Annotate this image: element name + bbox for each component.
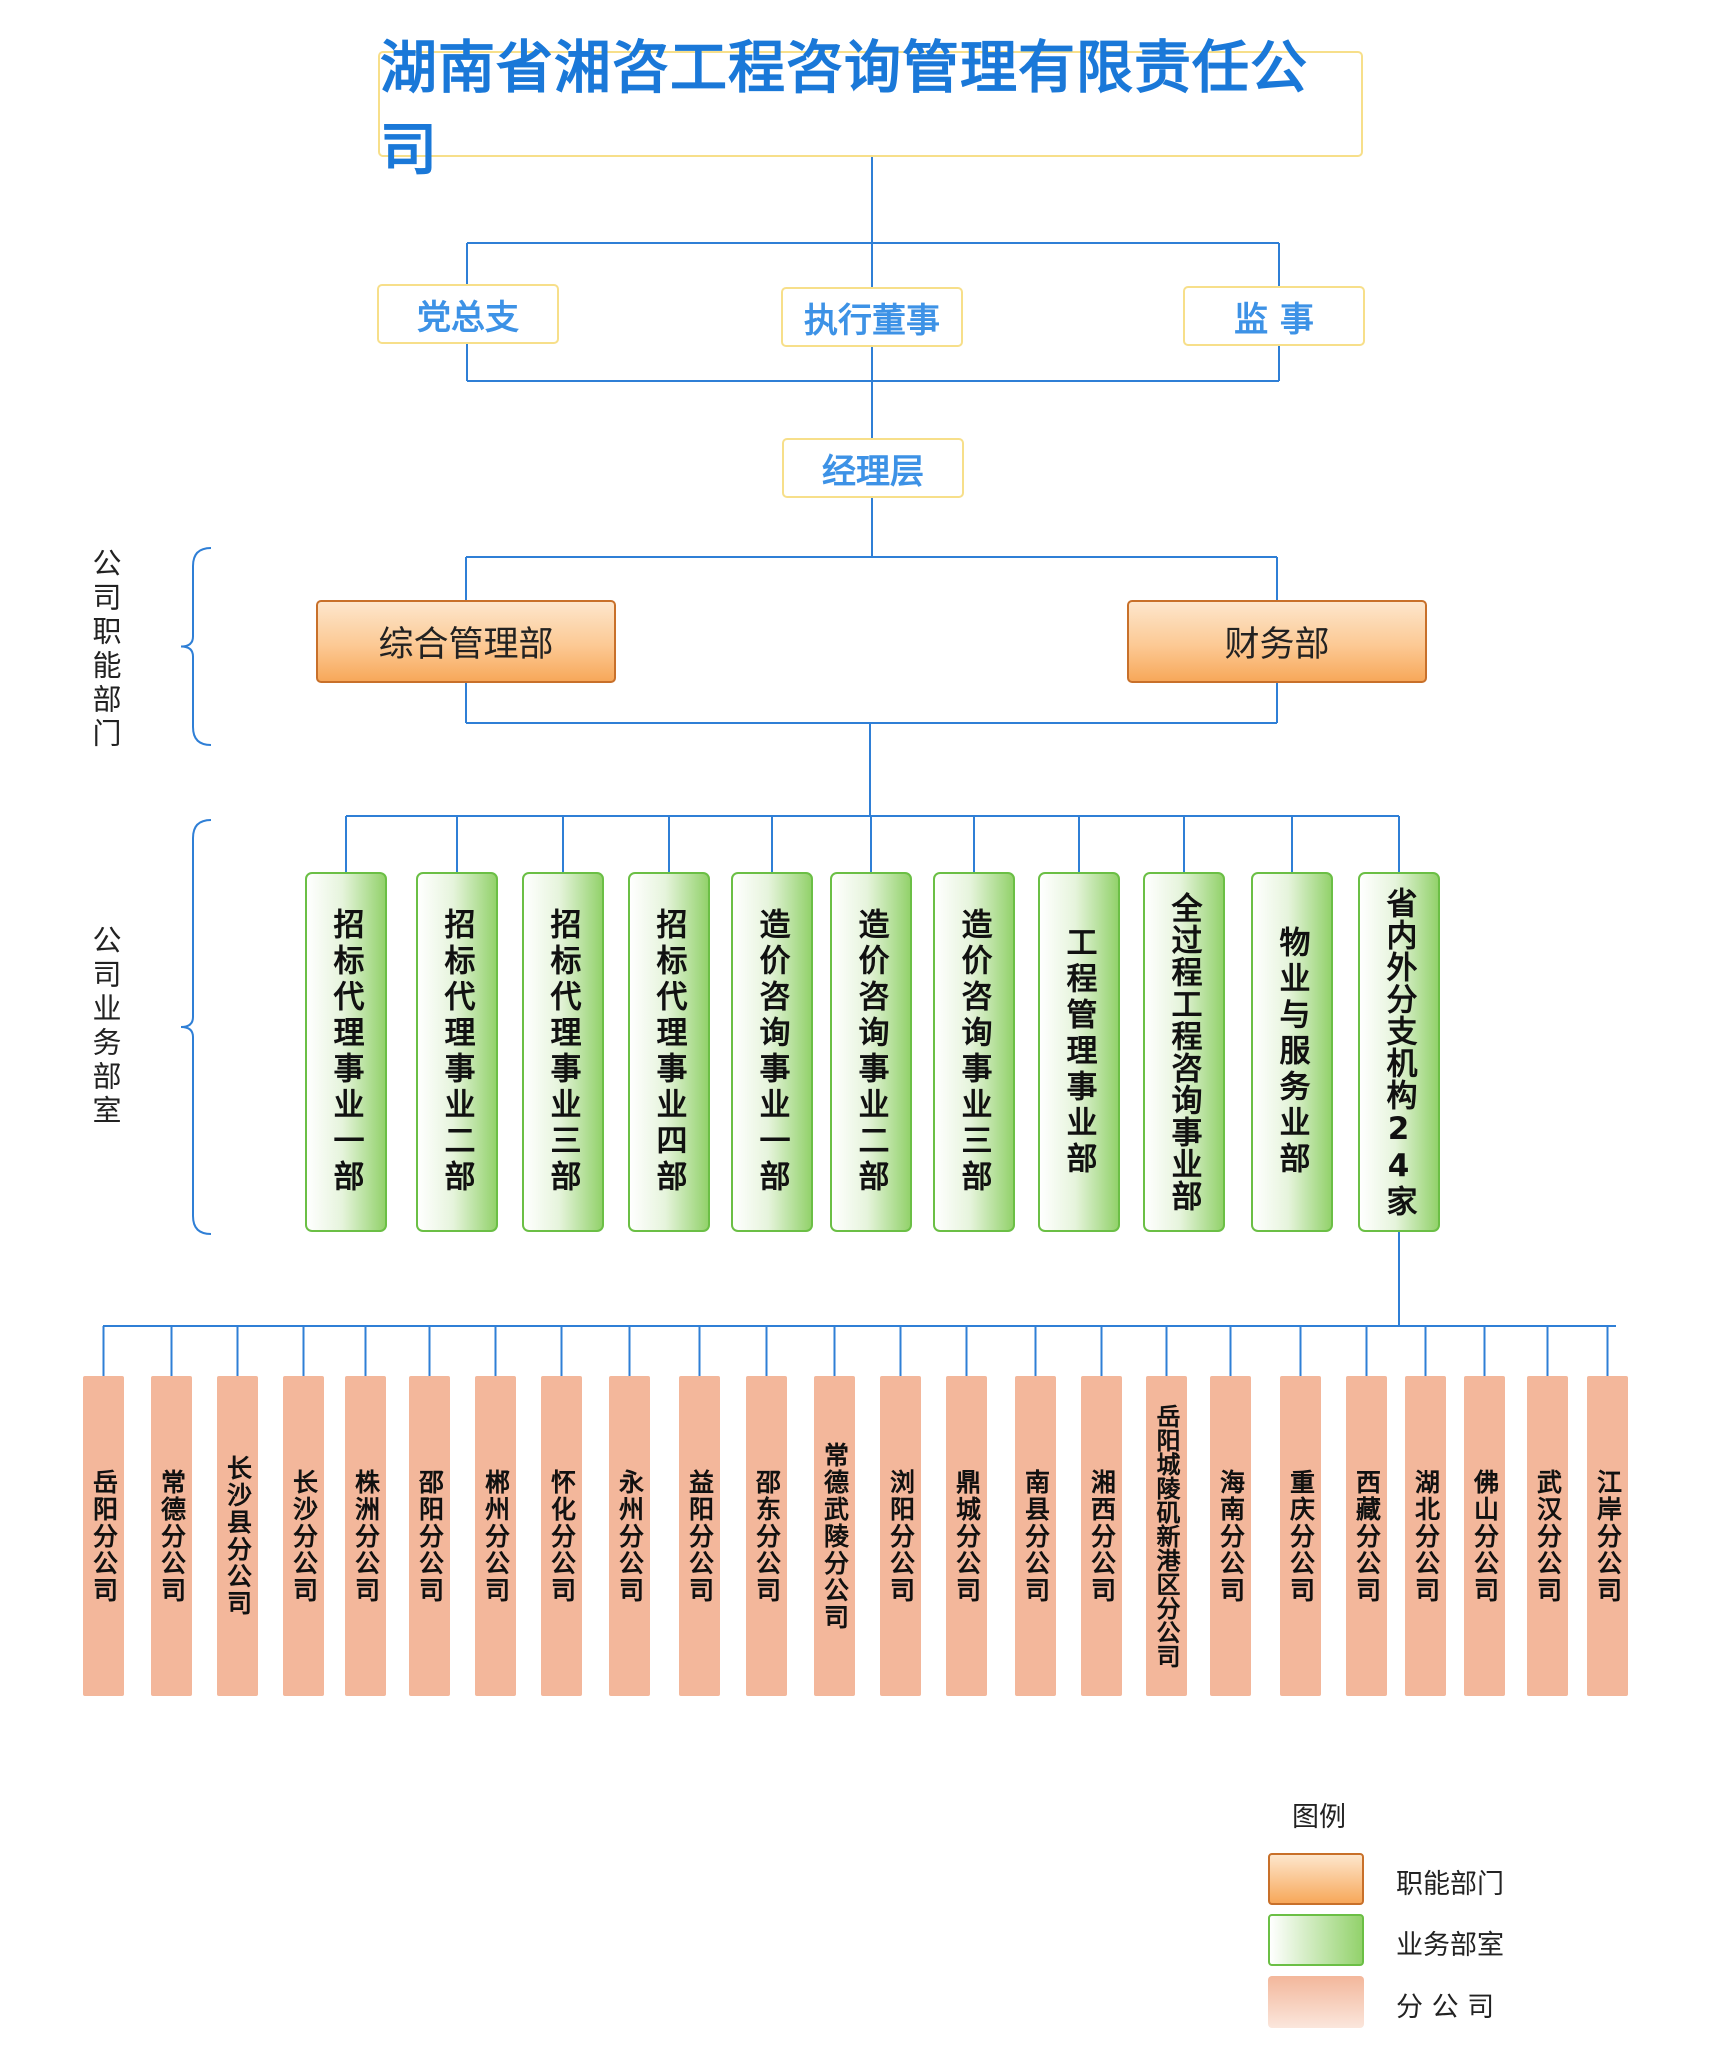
- branch-box: 佛山分公司: [1464, 1376, 1505, 1696]
- business-dept-box: 造价咨询事业一部: [731, 872, 813, 1232]
- branch-box: 重庆分公司: [1280, 1376, 1321, 1696]
- branch-box: 江岸分公司: [1587, 1376, 1628, 1696]
- supervisor-box: 监 事: [1183, 286, 1365, 346]
- business-dept-label: 全过程工程咨询事业部: [1165, 892, 1202, 1212]
- branch-label: 南县分公司: [1021, 1468, 1051, 1604]
- functional-dept-admin: 综合管理部: [316, 600, 616, 683]
- branch-box: 湘西分公司: [1081, 1376, 1122, 1696]
- branch-label: 湘西分公司: [1087, 1468, 1117, 1604]
- branch-label: 株洲分公司: [351, 1468, 381, 1604]
- business-dept-label: 招标代理事业三部: [544, 908, 581, 1196]
- business-dept-label: 招标代理事业一部: [327, 908, 364, 1196]
- company-title: 湖南省湘咨工程咨询管理有限责任公司: [380, 35, 1308, 183]
- business-dept-label: 招标代理事业二部: [438, 908, 475, 1196]
- branch-label: 佛山分公司: [1470, 1468, 1500, 1604]
- business-dept-box: 全过程工程咨询事业部: [1143, 872, 1225, 1232]
- branch-box: 海南分公司: [1210, 1376, 1251, 1696]
- party-branch-box: 党总支: [377, 284, 559, 344]
- branch-label: 邵东分公司: [752, 1468, 782, 1604]
- functional-dept-label: 财务部: [1224, 625, 1330, 665]
- branch-box: 西藏分公司: [1346, 1376, 1387, 1696]
- branch-box: 常德武陵分公司: [814, 1376, 855, 1696]
- business-dept-label: 造价咨询事业二部: [852, 908, 889, 1196]
- branch-box: 武汉分公司: [1527, 1376, 1568, 1696]
- branch-label: 江岸分公司: [1593, 1468, 1623, 1604]
- party-branch-label: 党总支: [417, 297, 519, 338]
- legend-title: 图例: [1292, 1802, 1346, 1833]
- business-dept-label: 造价咨询事业一部: [753, 908, 790, 1196]
- branch-label: 郴州分公司: [481, 1468, 511, 1604]
- branch-label: 益阳分公司: [685, 1468, 715, 1604]
- functional-dept-finance: 财务部: [1127, 600, 1427, 683]
- branch-box: 益阳分公司: [679, 1376, 720, 1696]
- executive-director-label: 执行董事: [804, 300, 940, 341]
- management-label: 经理层: [822, 451, 924, 492]
- business-dept-label: 造价咨询事业三部: [955, 908, 992, 1196]
- branch-box: 岳阳分公司: [83, 1376, 124, 1696]
- business-dept-box: 物业与服务业部: [1251, 872, 1333, 1232]
- branch-label: 浏阳分公司: [886, 1468, 916, 1604]
- branch-box: 株洲分公司: [345, 1376, 386, 1696]
- branch-box: 浏阳分公司: [880, 1376, 921, 1696]
- business-dept-box: 省内外分支机构24家: [1358, 872, 1440, 1232]
- branch-label: 鼎城分公司: [952, 1468, 982, 1604]
- business-dept-box: 招标代理事业三部: [522, 872, 604, 1232]
- business-dept-label: 省内外分支机构24家: [1380, 887, 1417, 1217]
- business-dept-label: 工程管理事业部: [1060, 926, 1097, 1178]
- business-dept-box: 招标代理事业四部: [628, 872, 710, 1232]
- legend-swatch-business: [1268, 1914, 1364, 1966]
- branch-label: 邵阳分公司: [415, 1468, 445, 1604]
- branch-box: 岳阳城陵矶新港区分公司: [1146, 1376, 1187, 1696]
- branch-box: 湖北分公司: [1405, 1376, 1446, 1696]
- business-dept-label: 招标代理事业四部: [650, 908, 687, 1196]
- functional-bracket: [180, 547, 212, 746]
- management-box: 经理层: [782, 438, 964, 498]
- legend-label-branch: 分 公 司: [1396, 1992, 1495, 2023]
- business-dept-box: 造价咨询事业二部: [830, 872, 912, 1232]
- functional-side-label: 公司职能部门: [88, 548, 122, 752]
- branch-label: 岳阳分公司: [89, 1468, 119, 1604]
- branch-label: 长沙县分公司: [223, 1455, 253, 1617]
- legend-label-functional: 职能部门: [1396, 1869, 1504, 1900]
- business-dept-box: 招标代理事业一部: [305, 872, 387, 1232]
- branch-label: 西藏分公司: [1352, 1468, 1382, 1604]
- business-dept-box: 造价咨询事业三部: [933, 872, 1015, 1232]
- business-side-label: 公司业务部室: [88, 925, 122, 1129]
- branch-box: 南县分公司: [1015, 1376, 1056, 1696]
- branch-box: 邵东分公司: [746, 1376, 787, 1696]
- branch-box: 怀化分公司: [541, 1376, 582, 1696]
- branch-label: 常德武陵分公司: [820, 1441, 850, 1631]
- branch-box: 常德分公司: [151, 1376, 192, 1696]
- legend-swatch-branch: [1268, 1976, 1364, 2028]
- branch-label: 重庆分公司: [1286, 1468, 1316, 1604]
- executive-director-box: 执行董事: [781, 287, 963, 347]
- legend-label-business: 业务部室: [1396, 1930, 1504, 1961]
- business-bracket: [180, 819, 212, 1235]
- branch-label: 武汉分公司: [1533, 1468, 1563, 1604]
- branch-label: 海南分公司: [1216, 1468, 1246, 1604]
- legend-swatch-functional: [1268, 1853, 1364, 1905]
- branch-box: 永州分公司: [609, 1376, 650, 1696]
- branch-label: 怀化分公司: [547, 1468, 577, 1604]
- branch-label: 长沙分公司: [289, 1468, 319, 1604]
- branch-box: 郴州分公司: [475, 1376, 516, 1696]
- branch-box: 鼎城分公司: [946, 1376, 987, 1696]
- branch-label: 常德分公司: [157, 1468, 187, 1604]
- branch-box: 长沙县分公司: [217, 1376, 258, 1696]
- branch-box: 邵阳分公司: [409, 1376, 450, 1696]
- company-title-box: 湖南省湘咨工程咨询管理有限责任公司: [378, 35, 1363, 183]
- business-dept-label: 物业与服务业部: [1273, 926, 1310, 1178]
- business-dept-box: 招标代理事业二部: [416, 872, 498, 1232]
- business-dept-box: 工程管理事业部: [1038, 872, 1120, 1232]
- functional-dept-label: 综合管理部: [378, 625, 554, 665]
- branch-label: 永州分公司: [615, 1468, 645, 1604]
- branch-box: 长沙分公司: [283, 1376, 324, 1696]
- supervisor-label: 监 事: [1234, 299, 1314, 340]
- branch-label: 岳阳城陵矶新港区分公司: [1152, 1404, 1180, 1668]
- branch-label: 湖北分公司: [1411, 1468, 1441, 1604]
